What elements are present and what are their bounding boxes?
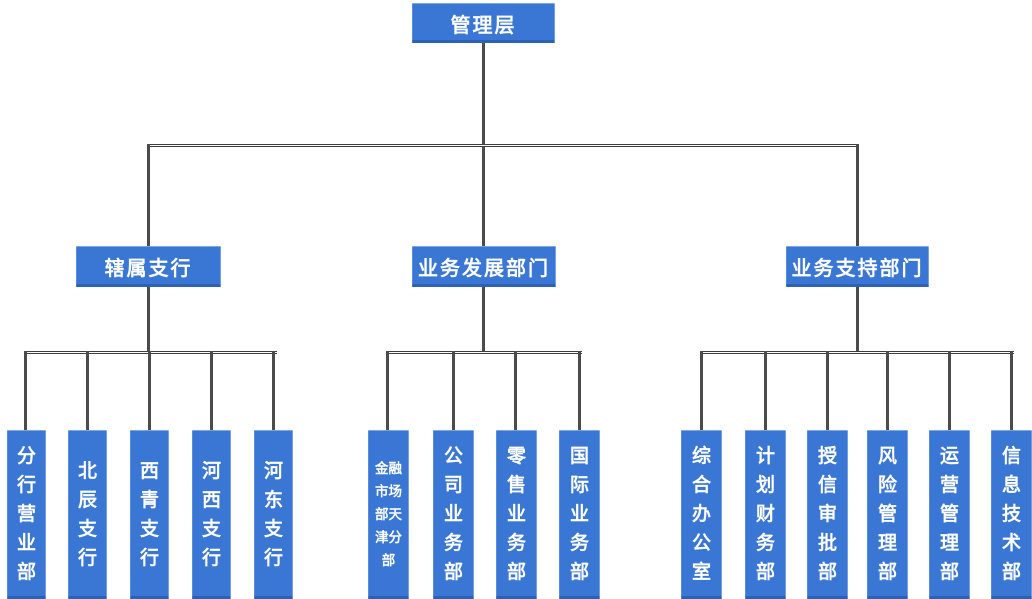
connector-leaf-drop: [578, 351, 581, 431]
org-node-label: 信息技术部: [1001, 446, 1021, 583]
org-node-leaf: 西青支行: [130, 430, 169, 599]
org-node-label: 业务支持部门: [791, 258, 924, 280]
connector-group2-rail: [386, 351, 582, 354]
org-node-leaf: 公司业务部: [433, 430, 474, 599]
org-node-group-branches: 辖属支行: [76, 246, 221, 287]
org-node-label: 零售业务部: [506, 446, 526, 583]
org-node-leaf: 北辰支行: [68, 430, 107, 599]
org-node-label: 分行营业部: [16, 446, 36, 583]
org-node-label: 授信审批部: [817, 446, 837, 583]
connector-leaf-drop: [948, 351, 951, 431]
connector-group2-stem: [482, 287, 485, 352]
org-node-leaf: 信息技术部: [991, 430, 1032, 599]
connector-leaf-drop: [886, 351, 889, 431]
connector-leaf-drop: [514, 351, 517, 431]
connector-leaf-drop: [764, 351, 767, 431]
connector-group3-rail: [700, 351, 1014, 354]
org-node-root-label: 管理层: [450, 14, 517, 37]
connector-leaf-drop: [148, 351, 151, 431]
org-node-label: 公司业务部: [443, 446, 463, 583]
org-node-leaf: 风险管理部: [867, 430, 908, 599]
org-node-label: 国际业务部: [569, 446, 589, 583]
org-node-label: 辖属支行: [104, 258, 193, 280]
org-node-group-business-support: 业务支持部门: [786, 246, 929, 287]
connector-group1-drop: [147, 144, 150, 246]
connector-leaf-drop: [86, 351, 89, 431]
org-node-label: 河东支行: [263, 460, 283, 569]
org-node-leaf: 综合办公室: [681, 430, 722, 599]
connector-leaf-drop: [700, 351, 703, 431]
org-node-label: 运营管理部: [939, 446, 959, 583]
org-node-label: 西青支行: [139, 460, 159, 569]
org-node-root: 管理层: [412, 3, 555, 43]
org-node-leaf: 河东支行: [254, 430, 293, 599]
org-node-leaf: 国际业务部: [559, 430, 600, 599]
connector-leaf-drop: [826, 351, 829, 431]
connector-leaf-drop: [272, 351, 275, 431]
connector-group2-drop: [482, 147, 485, 246]
org-node-leaf: 运营管理部: [929, 430, 970, 599]
org-node-label: 计划财务部: [755, 446, 775, 583]
org-node-leaf: 计划财务部: [745, 430, 786, 599]
connector-leaf-drop: [386, 351, 389, 431]
connector-group1-stem: [147, 287, 150, 352]
connector-top-rail: [147, 144, 858, 147]
org-node-label: 风险管理部: [877, 446, 897, 583]
org-node-group-business-development: 业务发展部门: [412, 246, 556, 287]
org-node-leaf: 金融市场部天津分部: [368, 430, 409, 599]
org-node-label: 业务发展部门: [418, 258, 550, 280]
connector-group3-drop: [856, 144, 859, 246]
connector-root-drop: [482, 43, 485, 144]
org-node-leaf: 河西支行: [192, 430, 231, 599]
org-node-label: 金融市场部天津分部: [375, 461, 402, 568]
org-node-leaf: 分行营业部: [7, 430, 46, 599]
connector-leaf-drop: [24, 351, 27, 431]
connector-leaf-drop: [210, 351, 213, 431]
org-node-label: 综合办公室: [691, 446, 711, 583]
org-node-label: 北辰支行: [77, 460, 97, 569]
connector-leaf-drop: [452, 351, 455, 431]
org-node-label: 河西支行: [201, 460, 221, 569]
connector-leaf-drop: [1010, 351, 1013, 431]
org-node-leaf: 授信审批部: [807, 430, 848, 599]
connector-group3-stem: [856, 287, 859, 352]
org-node-leaf: 零售业务部: [496, 430, 537, 599]
